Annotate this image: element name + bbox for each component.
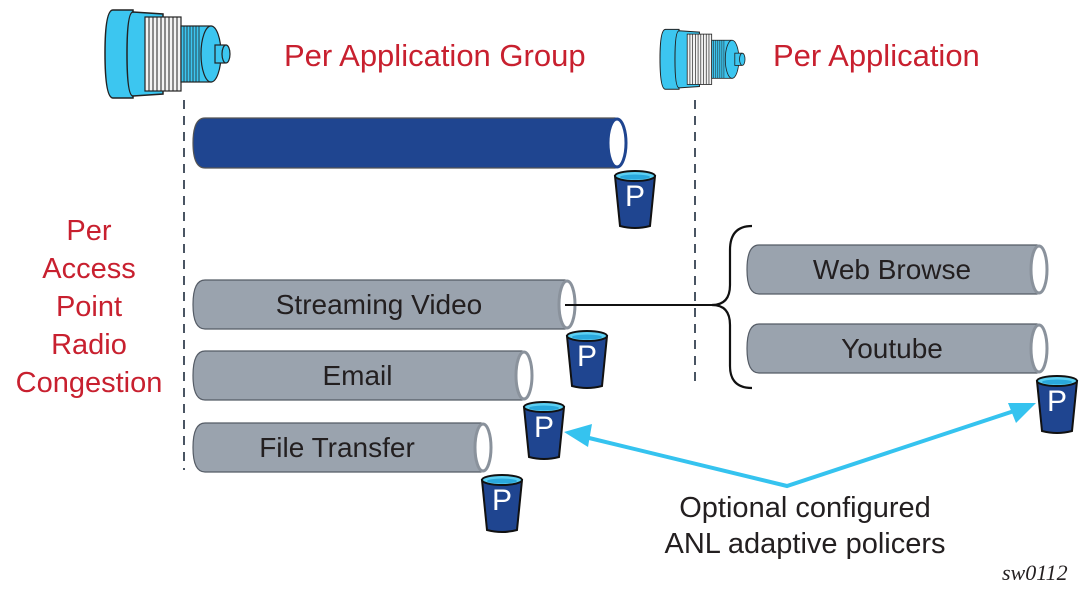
caption-policers: Optional configured ANL adaptive policer… — [600, 490, 1010, 562]
caption-line: Optional configured — [679, 492, 931, 524]
connector-large-icon — [104, 9, 231, 99]
side-label-line: Access — [42, 253, 136, 285]
arrow-head-right — [1008, 403, 1036, 423]
header-per-application-group: Per Application Group — [284, 38, 586, 73]
side-label-line: Congestion — [15, 367, 163, 399]
caption-line: ANL adaptive policers — [664, 528, 946, 560]
arrow-head-left — [564, 424, 592, 447]
pipe-file-transfer-box: File Transfer — [193, 423, 481, 472]
pipe-label-streaming-video: Streaming Video — [275, 288, 483, 320]
side-label-line: Radio — [51, 329, 127, 361]
pipe-youtube — [746, 323, 1049, 374]
policer-label-group: P — [624, 180, 645, 213]
pipe-youtube-box: Youtube — [747, 324, 1037, 373]
policer-label-email: P — [533, 411, 554, 444]
group-pipe — [192, 117, 628, 169]
pipe-label-email: Email — [322, 359, 393, 391]
pipe-label-web-browse: Web Browse — [812, 253, 972, 285]
curly-brace — [711, 224, 753, 390]
policer-label-youtube: P — [1046, 385, 1067, 418]
figure-reference: sw0112 — [1002, 560, 1068, 585]
annotation-arrows — [584, 408, 1018, 489]
pipe-file-transfer — [192, 422, 493, 473]
side-label-line: Per — [66, 215, 112, 247]
pipe-web-browse-box: Web Browse — [747, 245, 1037, 294]
pipe-label-youtube: Youtube — [841, 332, 943, 364]
policer-label-streaming: P — [576, 340, 597, 373]
pipe-web-browse — [746, 244, 1049, 295]
side-label-congestion: Per Access Point Radio Congestion — [0, 212, 179, 402]
pipe-label-file-transfer: File Transfer — [259, 431, 415, 463]
pipe-streaming-video-box: Streaming Video — [193, 280, 565, 329]
policer-label-file-transfer: P — [491, 484, 512, 517]
pipe-email — [192, 350, 534, 401]
connector-small-icon — [659, 28, 746, 90]
header-per-application: Per Application — [773, 38, 980, 73]
side-label-line: Point — [55, 291, 123, 323]
pipe-email-box: Email — [193, 351, 522, 400]
